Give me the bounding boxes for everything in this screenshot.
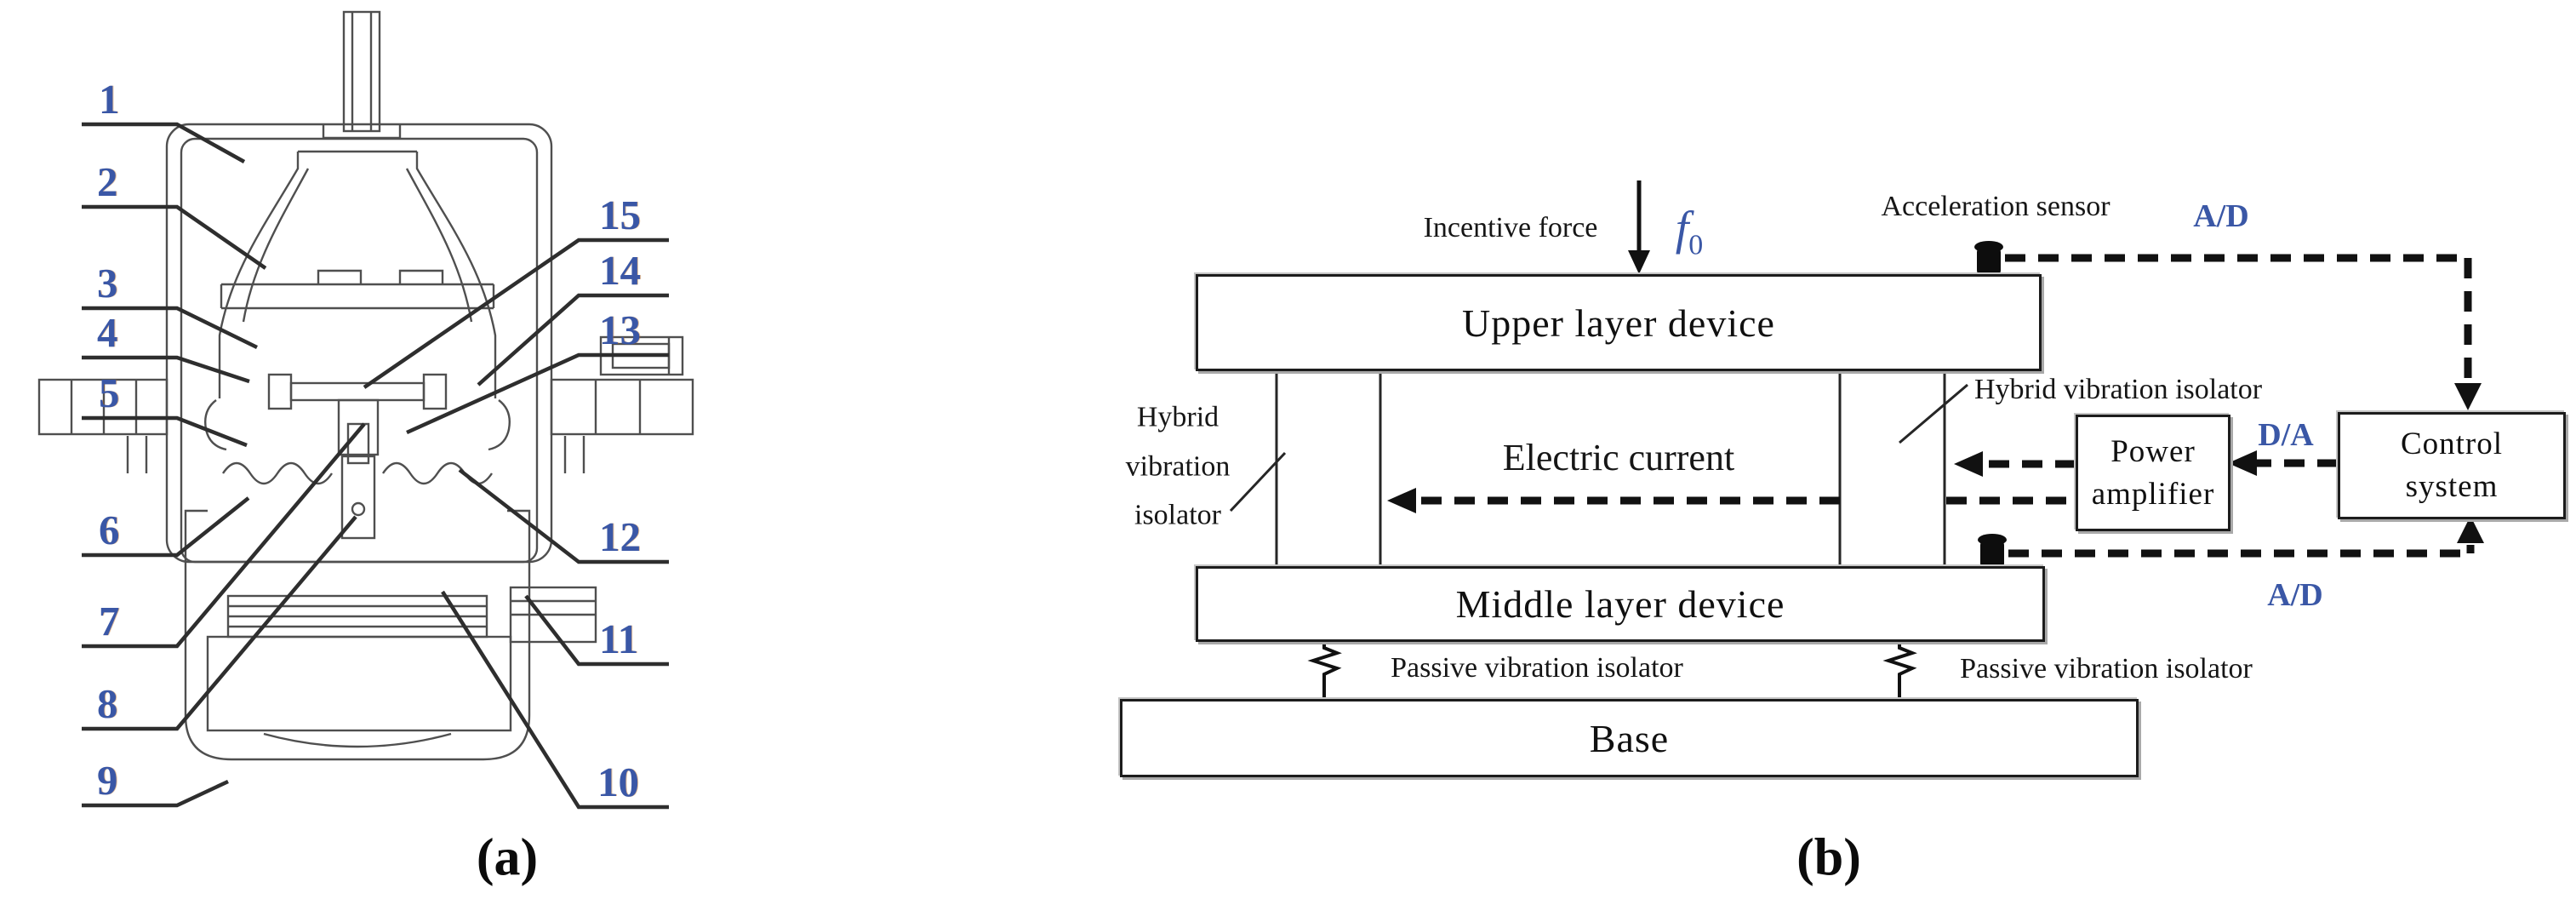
passive-vibration-isolator-left-label: Passive vibration isolator — [1391, 652, 1683, 684]
part-number-4: 4 — [97, 309, 118, 356]
hybrid-left-line2: vibration — [1125, 450, 1231, 483]
part-number-14: 14 — [599, 247, 641, 294]
part-number-13: 13 — [599, 306, 641, 353]
part-number-12: 12 — [599, 513, 641, 560]
hybrid-vibration-isolator-right-label: Hybrid vibration isolator — [1974, 374, 2263, 406]
acceleration-sensor-label: Acceleration sensor — [1881, 191, 2110, 223]
dashed-arrowheads — [1387, 383, 2484, 543]
hybrid-left-line1: Hybrid — [1136, 401, 1219, 433]
part-number-9: 9 — [97, 757, 118, 804]
da-label: D/A — [2258, 417, 2314, 454]
part-number-3: 3 — [97, 260, 118, 306]
part-number-1: 1 — [99, 76, 120, 123]
part-label-leader-lines — [82, 122, 669, 810]
part-number-8: 8 — [97, 680, 118, 727]
part-number-11: 11 — [599, 616, 639, 662]
force-symbol-f0: f0 — [1676, 201, 1704, 261]
part-number-10: 10 — [597, 759, 639, 805]
ad-bottom-label: A/D — [2267, 577, 2323, 614]
incentive-force-arrow — [1628, 180, 1650, 274]
part-number-6: 6 — [99, 507, 120, 553]
part-number-5: 5 — [99, 369, 120, 416]
base-label: Base — [1589, 716, 1670, 760]
passive-vibration-isolator-right-label: Passive vibration isolator — [1960, 653, 2253, 685]
upper-layer-device-box: Upper layer device — [1196, 274, 2042, 371]
power-amplifier-box: Power amplifier — [2076, 415, 2230, 531]
part-number-15: 15 — [599, 192, 641, 238]
caption-panel-b: (b) — [1796, 828, 1861, 887]
incentive-force-label: Incentive force — [1423, 212, 1598, 244]
control-system-line2: system — [2405, 469, 2499, 504]
part-number-2: 2 — [97, 158, 118, 205]
ad-top-label: A/D — [2193, 198, 2249, 235]
base-box: Base — [1120, 699, 2139, 777]
force-symbol: f — [1675, 202, 1689, 255]
part-number-7: 7 — [99, 598, 120, 644]
power-amplifier-line1: Power — [2110, 433, 2196, 469]
force-subscript: 0 — [1688, 229, 1704, 261]
hybrid-left-line3: isolator — [1134, 499, 1221, 531]
control-system-box: Control system — [2338, 412, 2566, 519]
upper-layer-device-label: Upper layer device — [1462, 301, 1775, 345]
hybrid-vibration-isolator-left-label: Hybrid vibration isolator — [1126, 402, 1231, 530]
passive-isolator-springs — [1307, 637, 1917, 699]
acceleration-sensor-icons — [1974, 241, 2007, 567]
control-system-line1: Control — [2400, 427, 2504, 462]
middle-layer-device-box: Middle layer device — [1196, 566, 2045, 642]
electric-current-label: Electric current — [1502, 436, 1735, 478]
caption-panel-a: (a) — [476, 828, 539, 887]
middle-layer-device-label: Middle layer device — [1455, 582, 1785, 626]
power-amplifier-line2: amplifier — [2091, 476, 2215, 512]
